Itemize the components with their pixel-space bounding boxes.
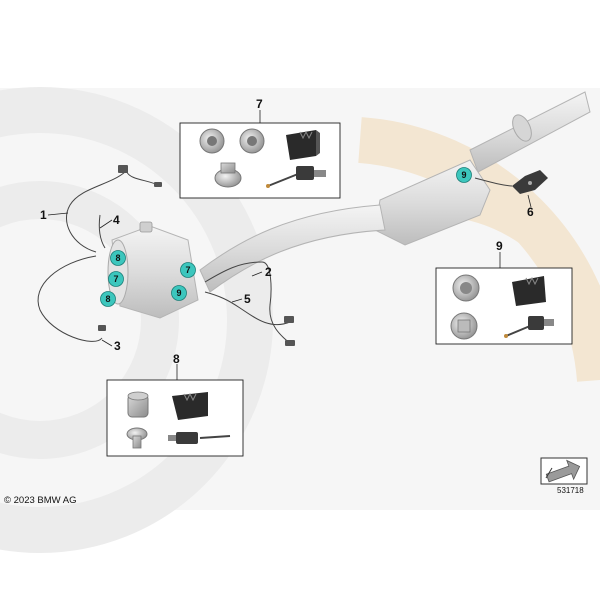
diagram-number: 531718 <box>557 486 584 495</box>
callout-5[interactable]: 5 <box>244 292 251 306</box>
callout-2[interactable]: 2 <box>265 265 272 279</box>
callouts: 1 2 3 4 5 6 7 8 9 <box>40 97 534 366</box>
badge-label: 8 <box>115 253 120 263</box>
nut-icon <box>450 312 478 340</box>
badge-label: 7 <box>185 265 190 275</box>
callout-8[interactable]: 8 <box>173 352 180 366</box>
socket-icon <box>512 276 546 306</box>
badge-8-lower[interactable]: 8 <box>100 291 116 307</box>
socket-icon <box>286 130 320 160</box>
sensor-icon <box>266 166 326 188</box>
socket-icon <box>172 392 208 420</box>
screw-plug-icon <box>214 162 242 188</box>
leader-lines <box>47 110 532 380</box>
copyright-text: © 2023 BMW AG <box>4 495 77 506</box>
nut-icon <box>199 128 225 154</box>
sensor-icon <box>504 316 554 338</box>
badge-label: 7 <box>113 274 118 284</box>
nut-icon <box>127 391 149 418</box>
screw-plug-icon <box>126 427 148 449</box>
badge-label: 8 <box>105 294 110 304</box>
return-arrow-icon[interactable] <box>540 457 588 487</box>
callout-7[interactable]: 7 <box>256 97 263 111</box>
badge-8-upper[interactable]: 8 <box>110 250 126 266</box>
sensor-lines <box>37 171 513 346</box>
callout-1[interactable]: 1 <box>40 208 47 222</box>
badge-7-pipe[interactable]: 7 <box>180 262 196 278</box>
kit-box-7 <box>179 122 341 199</box>
badge-label: 9 <box>461 170 466 180</box>
nut-icon <box>452 274 480 302</box>
badge-label: 9 <box>176 288 181 298</box>
sensor-icon <box>168 432 231 444</box>
callout-6[interactable]: 6 <box>527 205 534 219</box>
callout-3[interactable]: 3 <box>114 339 121 353</box>
kit-box-9 <box>435 267 573 345</box>
kit-box-8 <box>106 379 244 457</box>
callout-4[interactable]: 4 <box>113 213 120 227</box>
badge-7-upper[interactable]: 7 <box>108 271 124 287</box>
sensor-connectors <box>98 165 548 346</box>
badges: 8 7 8 7 9 9 <box>100 167 472 307</box>
badge-9-catalyst[interactable]: 9 <box>456 167 472 183</box>
nut-icon <box>239 128 265 154</box>
badge-9-pipe[interactable]: 9 <box>171 285 187 301</box>
callout-9[interactable]: 9 <box>496 239 503 253</box>
